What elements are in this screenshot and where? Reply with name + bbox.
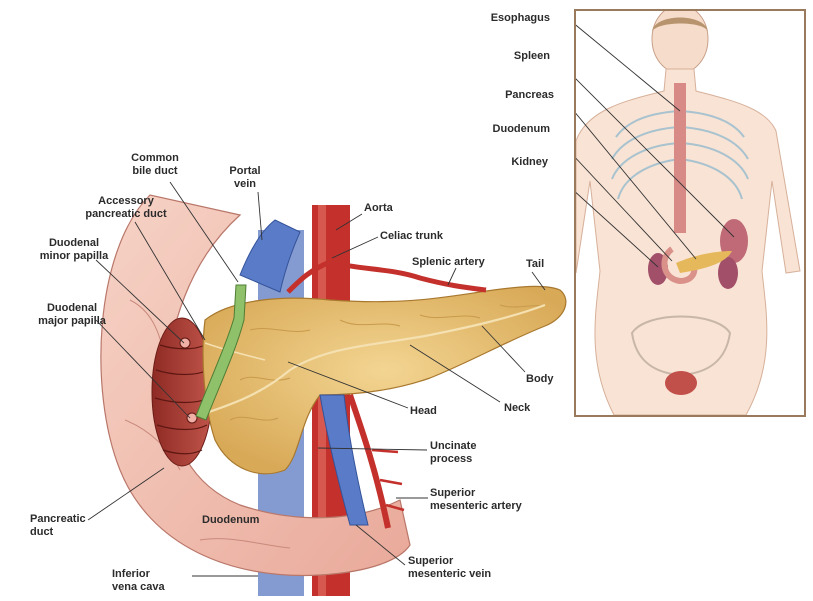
label-common-bile-duct: Common bile duct [120, 152, 190, 178]
label-esophagus: Esophagus [480, 12, 550, 25]
inset-torso [576, 69, 800, 415]
label-kidney: Kidney [480, 156, 548, 169]
label-duodenum-inset: Duodenum [476, 123, 550, 136]
inset-kidney-right [718, 257, 738, 289]
label-superior-mesenteric-artery: Superior mesenteric artery [430, 487, 522, 513]
label-superior-mesenteric-vein: Superior mesenteric vein [408, 555, 491, 581]
label-celiac-trunk: Celiac trunk [380, 230, 443, 243]
label-tail: Tail [526, 258, 544, 271]
label-portal-vein: Portal vein [222, 165, 268, 191]
label-pancreas: Pancreas [480, 89, 554, 102]
label-pancreatic-duct: Pancreatic duct [30, 513, 86, 539]
pancreas-organ [203, 286, 566, 473]
label-aorta: Aorta [364, 202, 393, 215]
inset-bladder [665, 371, 697, 395]
label-accessory-pancreatic-duct: Accessory pancreatic duct [68, 195, 184, 221]
label-inferior-vena-cava: Inferior vena cava [112, 568, 165, 594]
minor-papilla-dot [180, 338, 190, 348]
label-head: Head [410, 405, 437, 418]
label-splenic-artery: Splenic artery [412, 256, 485, 269]
body-location-inset [574, 9, 806, 417]
label-neck: Neck [504, 402, 530, 415]
label-duodenal-major-papilla: Duodenal major papilla [20, 302, 124, 328]
inset-esophagus [674, 83, 686, 233]
major-papilla-dot [187, 413, 197, 423]
label-body: Body [526, 373, 554, 386]
label-uncinate-process: Uncinate process [430, 440, 476, 466]
label-duodenum-main: Duodenum [202, 514, 259, 527]
label-duodenal-minor-papilla: Duodenal minor papilla [24, 237, 124, 263]
body-silhouette-drawing [576, 11, 804, 415]
label-spleen: Spleen [480, 50, 550, 63]
